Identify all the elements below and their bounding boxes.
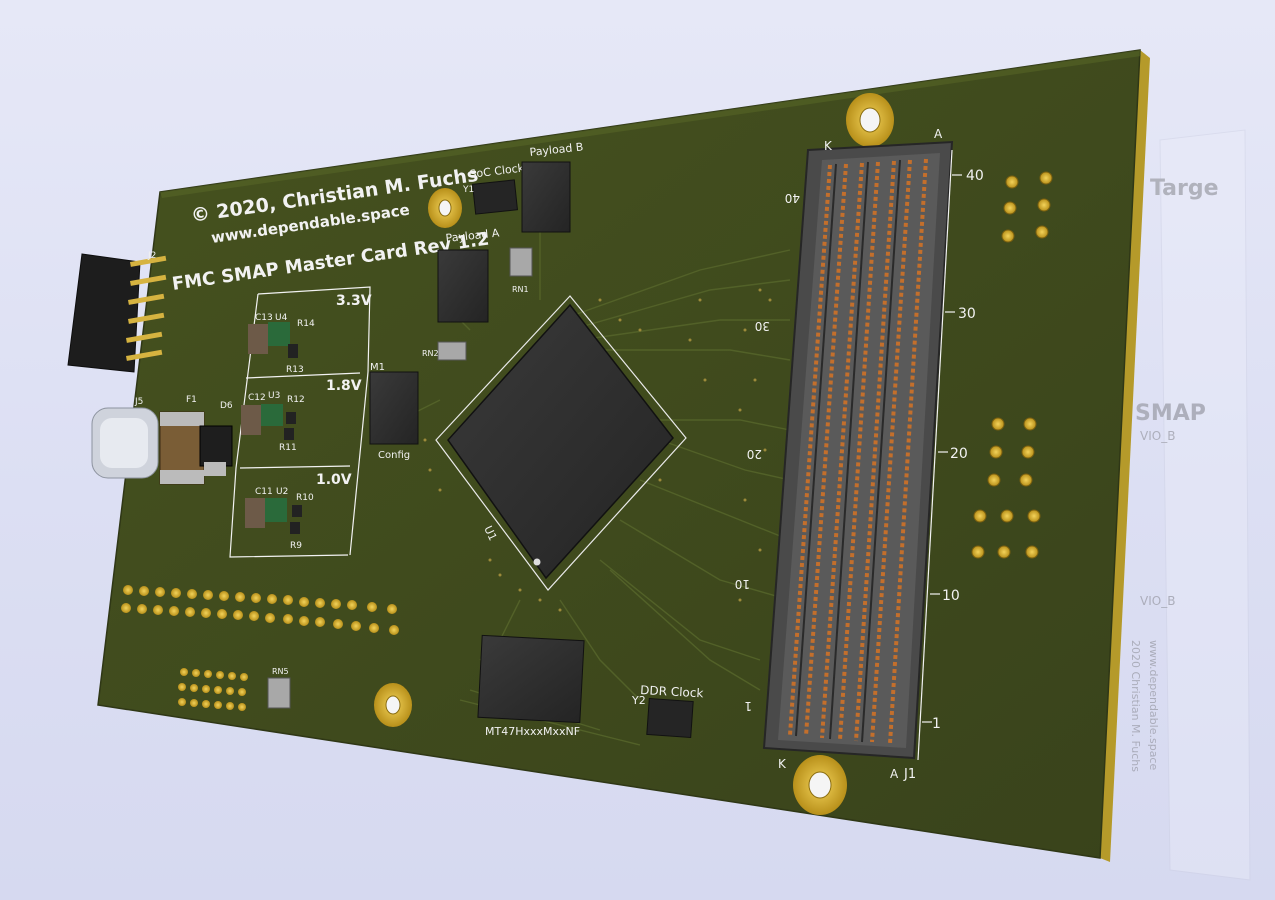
mounting-hole-upper-left xyxy=(428,188,462,228)
ghost-text-2: VIO_B xyxy=(1140,429,1175,443)
tick-left-10: 10 xyxy=(735,577,750,591)
pcb-edge xyxy=(1100,50,1150,862)
refdes-r10: R10 xyxy=(296,493,314,503)
refdes-u4: U4 xyxy=(275,313,288,323)
soc-clock-y1: SoC Clock Y1 xyxy=(462,161,525,215)
config-label: Config xyxy=(378,450,410,461)
row-label-top-k: K xyxy=(824,139,833,153)
memory-part-label: MT47HxxxMxxNF xyxy=(485,725,580,738)
mounting-hole-lower-left xyxy=(374,683,412,727)
regulator-1v0: C11 U2 R10 R9 xyxy=(245,487,314,551)
row-label-top-a: A xyxy=(934,127,943,141)
refdes-j2: J2 xyxy=(147,251,156,261)
ddr-memory-chip: MT47HxxxMxxNF xyxy=(477,634,585,738)
refdes-r14: R14 xyxy=(297,319,315,329)
ddr-clock-y2: DDR Clock Y2 xyxy=(631,683,704,739)
refdes-rn1: RN1 xyxy=(512,285,529,294)
row-label-bottom-a: A xyxy=(890,767,899,781)
row-label-bottom-k: K xyxy=(778,757,787,771)
usb-c-connector-j5: J5 xyxy=(91,397,159,479)
regulator-3v3: C13 U4 R14 R13 xyxy=(248,313,315,375)
payload-a-label: Payload A xyxy=(445,226,500,245)
refdes-u2: U2 xyxy=(276,487,288,497)
connector-pin-rows xyxy=(788,158,928,745)
tick-left-20: 20 xyxy=(747,447,762,461)
refdes-c12: C12 xyxy=(248,393,266,403)
refdes-y2: Y2 xyxy=(631,694,646,707)
pin-header-j2: J2 xyxy=(67,251,167,373)
tick-left-1: 1 xyxy=(744,699,752,713)
refdes-m1: M1 xyxy=(370,362,385,373)
refdes-c13: C13 xyxy=(255,313,273,323)
refdes-y1: Y1 xyxy=(462,185,474,195)
ghost-text-4: www.dependable.space xyxy=(1147,640,1160,770)
mounting-hole-bottom xyxy=(793,755,847,815)
payload-a-chip: Payload A xyxy=(437,226,500,323)
rail-3v3-label: 3.3V xyxy=(336,293,372,309)
ghost-text-5: 2020 Christian M. Fuchs xyxy=(1129,640,1142,772)
ghost-text-0: Targe xyxy=(1150,176,1219,201)
pcb-vias xyxy=(423,288,772,612)
payload-b-label: Payload B xyxy=(529,140,584,159)
tick-left-30: 30 xyxy=(755,319,770,333)
rail-1v0-label: 1.0V xyxy=(316,472,352,488)
refdes-f1: F1 xyxy=(186,395,197,405)
refdes-r12: R12 xyxy=(287,395,305,405)
tick-right-40: 40 xyxy=(966,168,984,184)
config-flash-m1: M1 Config xyxy=(369,362,419,461)
payload-b-chip: Payload B xyxy=(521,140,584,233)
refdes-rn2: RN2 xyxy=(422,349,439,358)
refdes-d6: D6 xyxy=(220,401,233,411)
soc-u1: U1 xyxy=(435,295,687,591)
ghost-reflection: Targe SMAP VIO_B VIO_B www.dependable.sp… xyxy=(1129,129,1251,881)
regulator-1v8: C12 U3 R12 R11 xyxy=(241,391,305,453)
fmc-connector-j1: J1 xyxy=(762,140,954,782)
mounting-hole-top xyxy=(846,93,894,147)
ghost-text-1: SMAP xyxy=(1135,401,1206,426)
tick-right-10: 10 xyxy=(942,588,960,604)
refdes-j5: J5 xyxy=(134,397,143,407)
refdes-r9: R9 xyxy=(290,541,302,551)
gpio-header-rows xyxy=(121,585,399,711)
tick-right-20: 20 xyxy=(950,446,968,462)
resistor-network-rn1: RN1 xyxy=(509,247,533,294)
tick-right-1: 1 xyxy=(932,716,941,732)
right-side-test-pads xyxy=(971,171,1053,559)
power-section-outline xyxy=(229,286,371,558)
resistor-network-rn5: RN5 xyxy=(267,667,291,709)
tick-left-40: 40 xyxy=(785,191,800,205)
refdes-r11: R11 xyxy=(279,443,297,453)
ddr-clock-label: DDR Clock xyxy=(640,683,704,700)
tick-right-30: 30 xyxy=(958,306,976,322)
refdes-u3: U3 xyxy=(268,391,280,401)
connector-tick-scale-right xyxy=(917,149,962,761)
pcb-traces xyxy=(379,230,791,746)
fuse-f1: F1 xyxy=(159,395,205,485)
ghost-text-3: VIO_B xyxy=(1140,594,1175,608)
refdes-j1: J1 xyxy=(903,767,916,782)
resistor-network-rn2: RN2 xyxy=(422,341,467,361)
diode-d6: D6 xyxy=(199,401,233,476)
refdes-r13: R13 xyxy=(286,365,304,375)
refdes-u1: U1 xyxy=(481,524,499,543)
refdes-c11: C11 xyxy=(255,487,273,497)
refdes-rn5: RN5 xyxy=(272,667,289,676)
rail-1v8-label: 1.8V xyxy=(326,378,362,394)
